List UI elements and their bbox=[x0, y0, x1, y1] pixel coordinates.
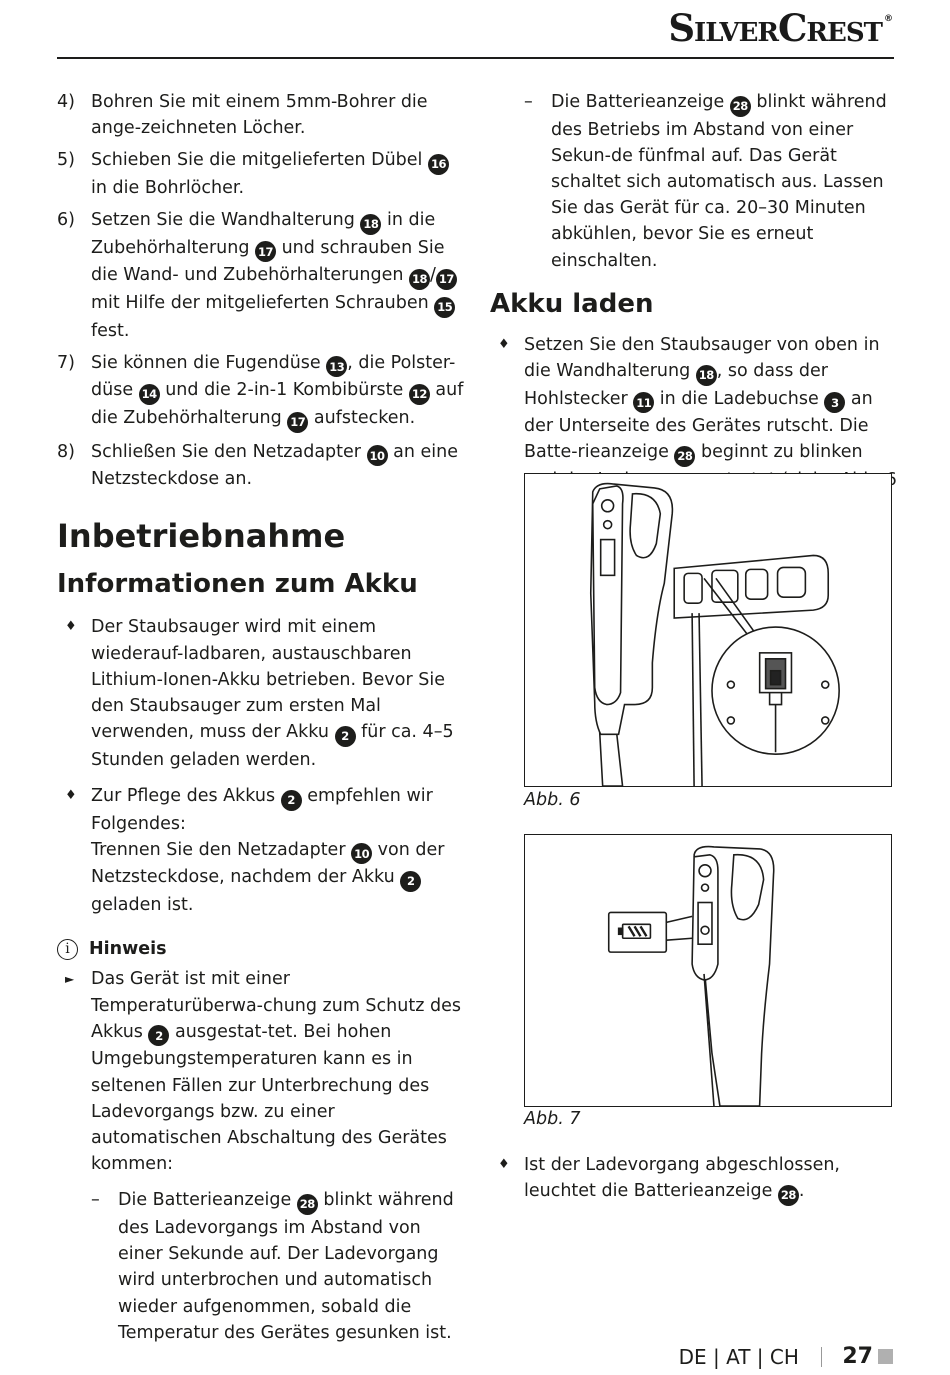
step-text: Sie können die Fugendüse 13, die Polster… bbox=[91, 350, 467, 433]
page-number: 27 bbox=[842, 1344, 873, 1369]
note-item: ► Das Gerät ist mit einer Temperaturüber… bbox=[57, 966, 467, 1177]
ref-number: 16 bbox=[428, 154, 449, 175]
figure-caption: Abb. 7 bbox=[524, 1109, 581, 1129]
step-text: Bohren Sie mit einem 5mm-Bohrer die ange… bbox=[91, 92, 428, 139]
note-heading: i Hinweis bbox=[57, 936, 467, 962]
header-rule bbox=[57, 57, 894, 59]
section-heading: Inbetriebnahme bbox=[57, 517, 346, 556]
ref-number: 18 bbox=[409, 268, 430, 290]
ref-number: 10 bbox=[366, 445, 388, 467]
ref-number: 28 bbox=[777, 1184, 799, 1206]
numbered-step: 4) Bohren Sie mit einem 5mm-Bohrer die an… bbox=[57, 89, 467, 141]
vacuum-wall-mount-illustration bbox=[589, 482, 840, 786]
ref-number: 2 bbox=[400, 870, 422, 892]
subsection-heading: Informationen zum Akku bbox=[57, 569, 418, 600]
ref-number: 2 bbox=[280, 789, 302, 811]
info-icon: i bbox=[57, 938, 78, 960]
ref-number: 12 bbox=[408, 383, 430, 405]
step-text: Schließen Sie den Netzadapter 10 an eine… bbox=[91, 441, 458, 490]
numbered-step: 8) Schließen Sie den Netzadapter 10 an ei… bbox=[57, 439, 467, 493]
ref-number: 15 bbox=[434, 296, 456, 318]
ref-number: 28 bbox=[296, 1193, 318, 1215]
ref-number: 3 bbox=[824, 392, 846, 414]
step-number: 5) bbox=[57, 150, 75, 171]
figure-abb-7 bbox=[524, 834, 892, 1107]
dash-bullet: – bbox=[524, 92, 533, 112]
page-footer: DE | AT | CH 27 bbox=[679, 1344, 893, 1369]
ref-number: 10 bbox=[351, 843, 373, 865]
ref-number: 17 bbox=[287, 411, 309, 433]
step-number: 4) bbox=[57, 92, 75, 112]
ref-number: 2 bbox=[148, 1025, 170, 1047]
step-number: 7) bbox=[57, 352, 75, 373]
country-codes: DE | AT | CH bbox=[678, 1344, 799, 1369]
trademark: ® bbox=[884, 14, 893, 24]
diamond-bullet-icon: ♦ bbox=[498, 336, 510, 352]
ref-number: 17 bbox=[255, 241, 276, 263]
step-text: Setzen Sie die Wandhalterung 18 in die Z… bbox=[91, 207, 467, 344]
step-number: 6) bbox=[57, 210, 75, 231]
numbered-step: 6) Setzen Sie die Wandhalterung 18 in die… bbox=[57, 207, 467, 344]
footer-divider bbox=[820, 1346, 823, 1367]
ref-number: 2 bbox=[334, 725, 356, 747]
ref-number: 11 bbox=[633, 392, 655, 414]
figure-caption: Abb. 6 bbox=[524, 790, 581, 810]
list-item: ♦ Zur Pflege des Akkus 2 empfehlen wir F… bbox=[57, 783, 467, 918]
step-text: Schieben Sie die mitgelieferten Dübel 16… bbox=[91, 147, 467, 201]
ref-number: 28 bbox=[674, 446, 696, 467]
numbered-steps: 4) Bohren Sie mit einem 5mm-Bohrer die an… bbox=[57, 89, 467, 492]
ref-number: 18 bbox=[360, 213, 382, 235]
list-item: ♦ Ist der Ladevorgang abgeschlossen, leu… bbox=[490, 1152, 900, 1206]
ref-number: 14 bbox=[138, 383, 160, 405]
brand-logo: SilverCrest® bbox=[668, 6, 893, 50]
diamond-bullet-icon: ♦ bbox=[498, 1157, 510, 1172]
diamond-bullet-icon: ♦ bbox=[65, 787, 77, 803]
ref-number: 17 bbox=[435, 268, 457, 290]
dash-item: – Die Batterieanzeige 28 blinkt während … bbox=[91, 1187, 467, 1346]
figure-abb-6 bbox=[524, 473, 892, 787]
list-item: ♦ Der Staubsauger wird mit einem wiedera… bbox=[57, 614, 467, 773]
ref-number: 28 bbox=[729, 95, 751, 117]
step-number: 8) bbox=[57, 441, 75, 462]
subsection-heading: Akku laden bbox=[490, 288, 654, 319]
brand-name: SilverCrest bbox=[668, 6, 883, 50]
page-marker-square bbox=[878, 1349, 893, 1364]
dash-item: – Die Batterieanzeige 28 blinkt während … bbox=[524, 89, 900, 274]
left-column: 4) Bohren Sie mit einem 5mm-Bohrer die an… bbox=[57, 89, 467, 1352]
diamond-bullet-icon: ♦ bbox=[65, 619, 77, 635]
ref-number: 18 bbox=[695, 364, 717, 386]
vacuum-battery-indicator-illustration bbox=[607, 845, 775, 1106]
numbered-step: 5) Schieben Sie die mitgelieferten Dübel … bbox=[57, 147, 467, 201]
arrow-bullet-icon: ► bbox=[65, 972, 75, 987]
right-column: – Die Batterieanzeige 28 blinkt während … bbox=[490, 89, 900, 529]
dash-bullet: – bbox=[91, 1190, 100, 1211]
numbered-step: 7) Sie können die Fugendüse 13, die Polst… bbox=[57, 350, 467, 433]
ref-number: 13 bbox=[326, 356, 348, 378]
